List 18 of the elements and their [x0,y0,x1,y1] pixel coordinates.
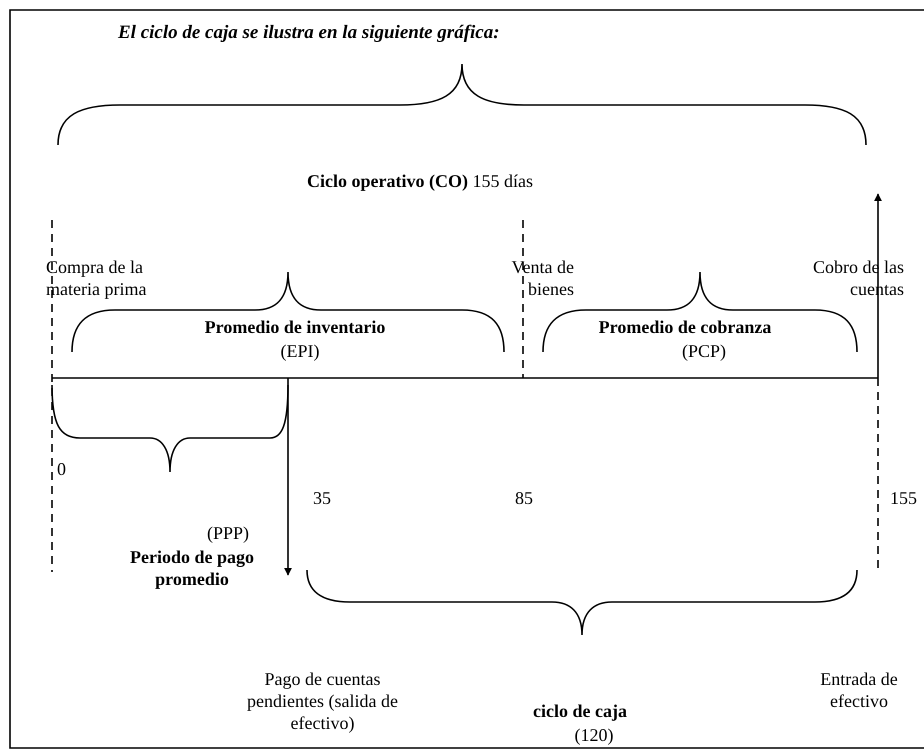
event-label: Compra de la materia prima [46,256,148,300]
event-label: Entrada de efectivo [819,668,899,712]
period-label: Promedio de inventario [204,316,386,338]
period-label: Periodo de pago promedio [129,546,255,590]
heading: El ciclo de caja se ilustra en la siguiente gráfica: [118,22,500,44]
period-label: Promedio de cobranza [598,316,772,338]
event-label: Venta de bienes [510,256,574,300]
period-abbreviation: (EPI) [280,340,320,362]
period-abbreviation: (PPP) [207,522,250,544]
day-number: 35 [313,487,331,509]
day-number: 85 [515,487,533,509]
cycle-label: Ciclo operativo (CO) 155 días [307,170,533,192]
day-number: 155 [890,487,917,509]
day-number: 0 [57,458,66,480]
cycle-value: (120) [574,724,614,746]
period-abbreviation: (PCP) [680,340,727,362]
event-label: Pago de cuentas pendientes (salida de efectivo) [246,668,399,734]
cycle-label: ciclo de caja [532,700,628,722]
